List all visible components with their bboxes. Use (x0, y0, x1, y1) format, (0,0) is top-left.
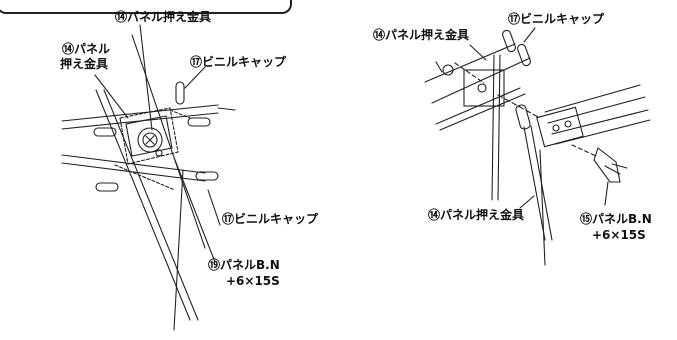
label-left-cap-top: ⑰ビニルキャップ (190, 55, 287, 69)
label-left-bolt-line1: ⑲パネルB.N (208, 258, 280, 272)
left-panel-frame (61, 24, 236, 331)
label-left-top-plate: ⑭パネル押え金具 (115, 10, 212, 24)
label-right-plate-top: ⑭パネル押え金具 (373, 28, 470, 42)
label-right-bolt-line2: +6×15S (592, 228, 646, 242)
title-tab-frame (0, 0, 292, 14)
label-right-plate-bottom: ⑭パネル押え金具 (428, 208, 525, 222)
label-right-bolt-line1: ⑮パネルB.N (580, 212, 652, 226)
label-left-bolt-line2: +6×15S (226, 274, 280, 288)
label-left-plate-line2: 押え金具 (60, 57, 109, 71)
right-panel-exploded (424, 27, 651, 266)
label-left-cap-bottom: ⑰ビニルキャップ (222, 212, 319, 226)
label-left-plate-line1: ⑭パネル (62, 42, 111, 56)
label-right-cap: ⑰ビニルキャップ (508, 12, 605, 26)
